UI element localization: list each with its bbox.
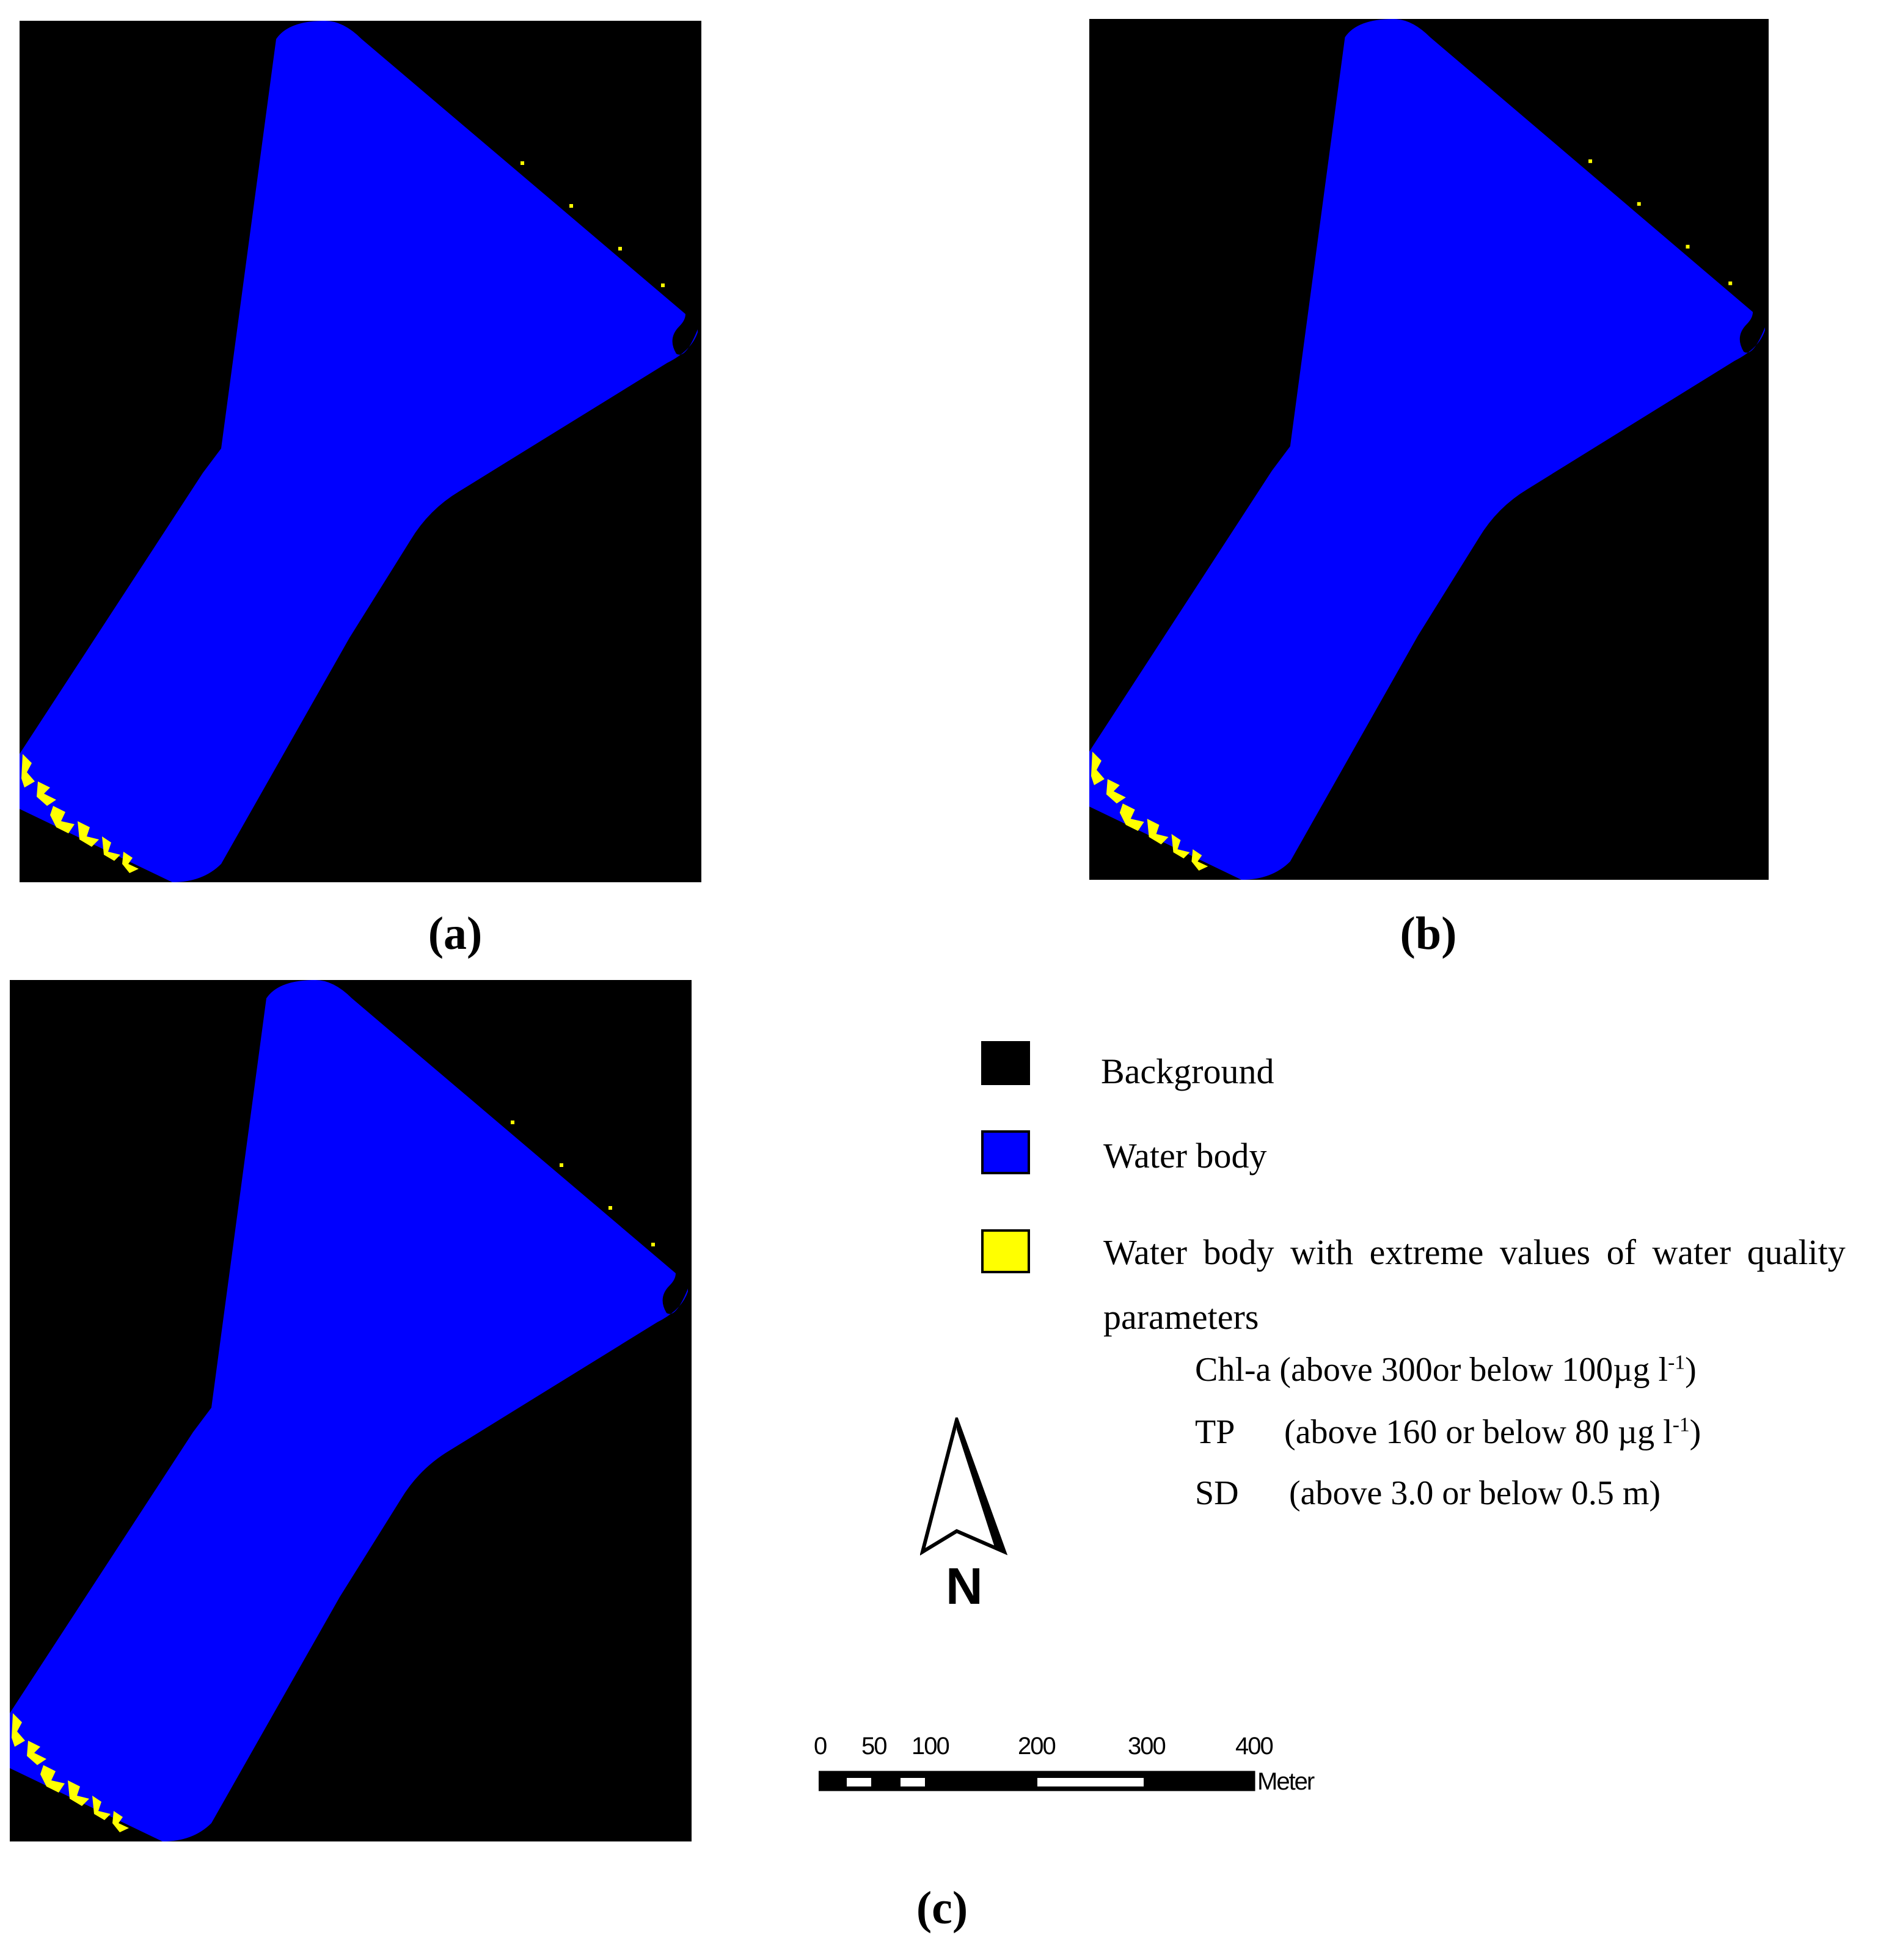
- param-tp-range: (above 160 or below 80 µg l: [1284, 1413, 1673, 1451]
- legend-swatch-water: [981, 1130, 1030, 1174]
- lake-map-a: [20, 21, 701, 882]
- param-chla-sup: -1: [1668, 1351, 1686, 1374]
- legend-swatch-background: [981, 1041, 1030, 1085]
- map-panel-b: [1089, 19, 1769, 880]
- legend-label-extreme: Water body with extreme values of water …: [1103, 1232, 1846, 1272]
- param-chla-tail: ): [1685, 1351, 1697, 1389]
- param-chla-name: Chl-a: [1195, 1351, 1271, 1389]
- legend-label-extreme-cont: parameters: [1103, 1297, 1259, 1337]
- param-chla: Chl-a (above 300or below 100µg l-1): [1195, 1350, 1697, 1389]
- scale-tick-100: 100: [912, 1733, 950, 1760]
- north-label: N: [946, 1557, 983, 1615]
- scale-bar-graphic: [819, 1771, 1255, 1791]
- legend-swatch-extreme: [981, 1229, 1030, 1273]
- panel-caption-b: (b): [1400, 908, 1457, 959]
- lake-map-b: [1089, 19, 1769, 880]
- scale-tick-400: 400: [1235, 1733, 1274, 1760]
- scale-tick-300: 300: [1128, 1733, 1166, 1760]
- param-tp-tail: ): [1689, 1413, 1701, 1451]
- scale-tick-200: 200: [1018, 1733, 1056, 1760]
- param-sd-name: SD: [1195, 1474, 1239, 1512]
- param-tp-sup: -1: [1672, 1413, 1690, 1436]
- param-sd: SD (above 3.0 or below 0.5 m): [1195, 1474, 1661, 1513]
- lake-map-c: [10, 980, 692, 1841]
- map-panel-a: [20, 21, 701, 882]
- panel-caption-a: (a): [428, 908, 483, 959]
- scale-tick-50: 50: [861, 1733, 887, 1760]
- panel-caption-c: (c): [916, 1882, 968, 1934]
- scale-unit: Meter: [1257, 1768, 1315, 1795]
- scale-tick-0: 0: [814, 1733, 827, 1760]
- param-sd-range: (above 3.0 or below 0.5 m): [1289, 1474, 1661, 1512]
- north-arrow-icon: [920, 1417, 1008, 1556]
- legend-label-background: Background: [1101, 1051, 1274, 1091]
- param-tp: TP (above 160 or below 80 µg l-1): [1195, 1413, 1701, 1452]
- map-panel-c: [10, 980, 692, 1841]
- legend-label-water: Water body: [1103, 1136, 1267, 1176]
- param-tp-name: TP: [1195, 1413, 1235, 1451]
- scale-bar: 0 50 100 200 300 400 Meter: [814, 1733, 1356, 1795]
- param-chla-range: (above 300or below 100µg l: [1279, 1351, 1668, 1389]
